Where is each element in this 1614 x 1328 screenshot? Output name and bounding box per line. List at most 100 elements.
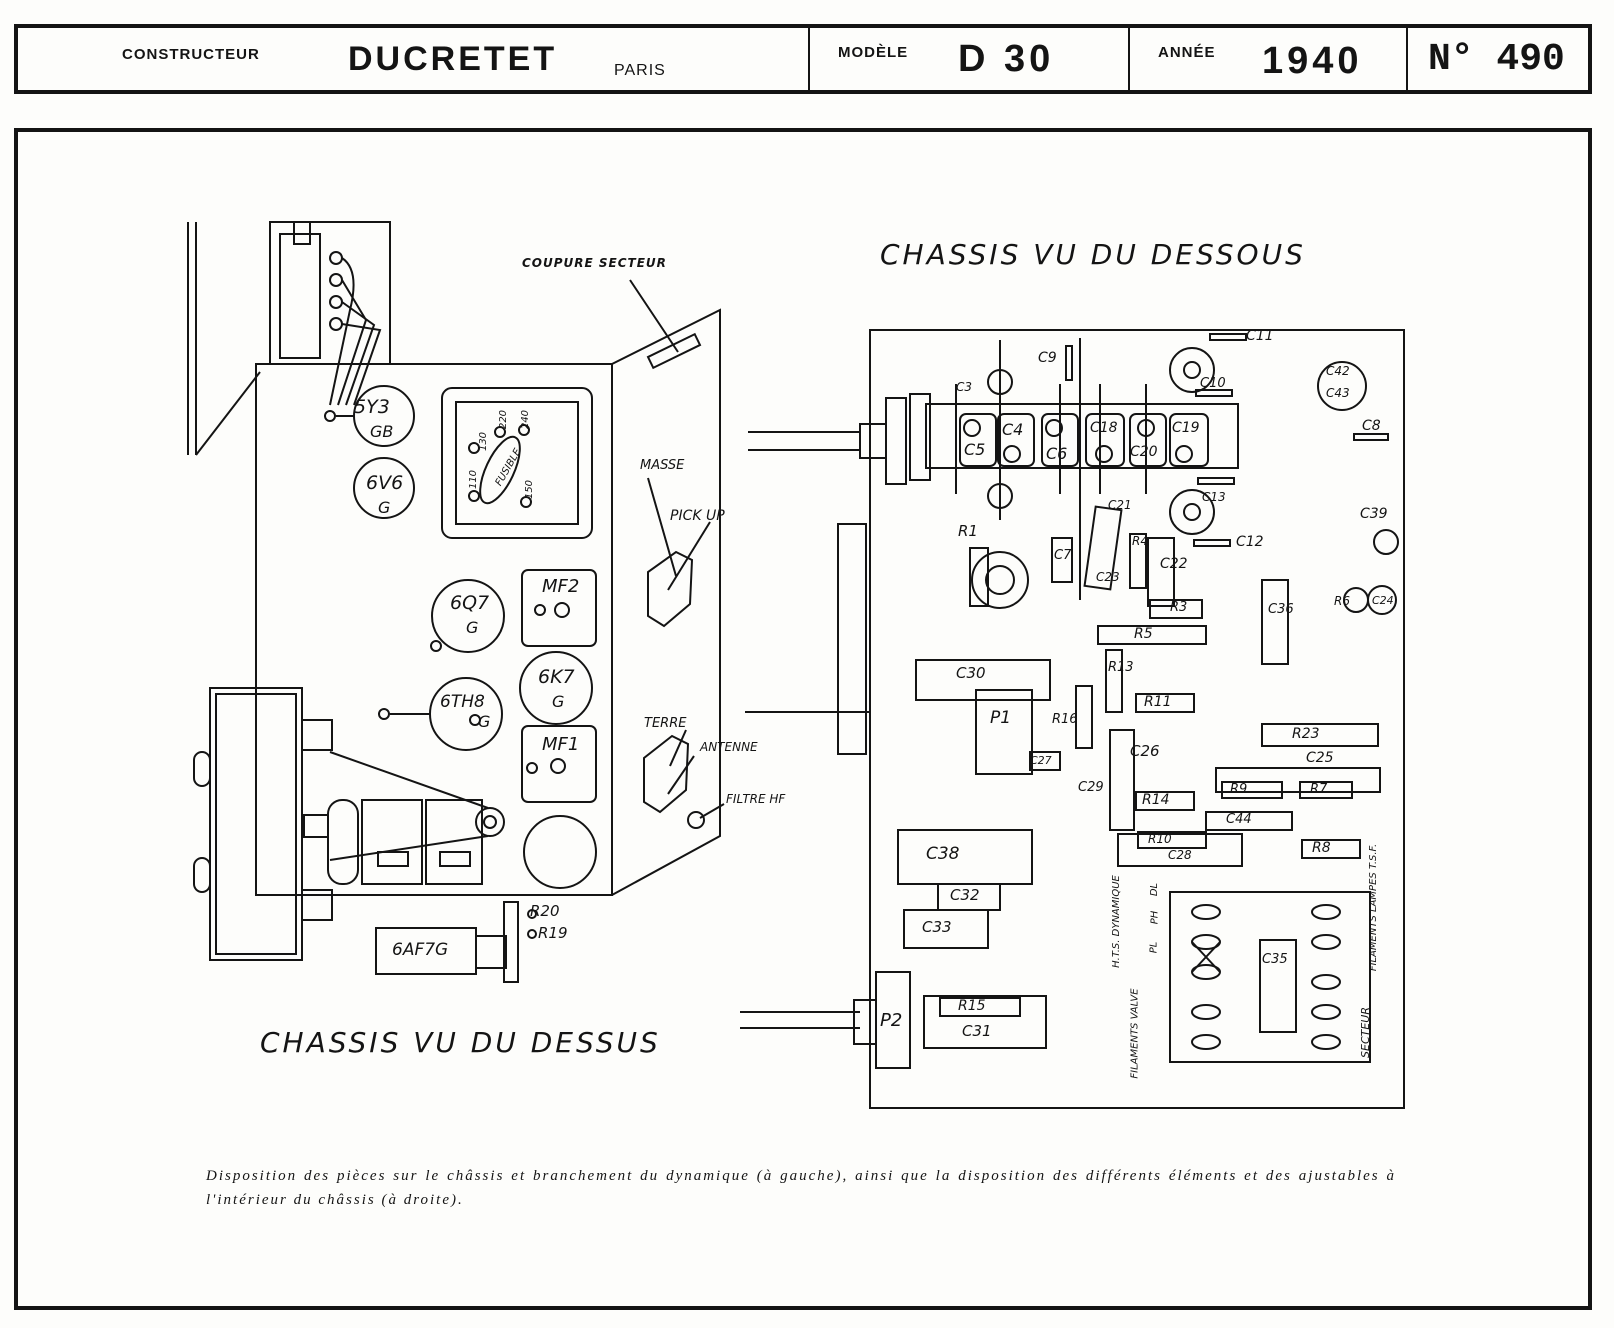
comp-c7: C7 — [1054, 548, 1072, 563]
comp-c27: C27 — [1030, 754, 1052, 767]
antenne-label: ANTENNE — [700, 740, 758, 754]
comp-c35: C35 — [1262, 952, 1288, 967]
tube-5y3-suffix: GB — [370, 422, 394, 441]
content-frame — [14, 128, 1592, 1310]
dial-label-240: 240 — [520, 409, 532, 430]
comp-r16: R16 — [1052, 712, 1078, 727]
fusible-label: FUSIBLE — [493, 446, 524, 489]
tube-6q7-suffix: G — [466, 618, 479, 637]
header-annee-cell: ANNÉE 1940 — [1128, 28, 1408, 90]
tube-5y3: 5Y3 — [354, 396, 390, 418]
trimmer-c5: C5 — [964, 440, 986, 459]
comp-c29: C29 — [1078, 780, 1104, 795]
constructeur-value: DUCRETET — [348, 40, 558, 78]
comp-c10: C10 — [1200, 376, 1226, 391]
pick-up-label: PICK UP — [670, 508, 725, 524]
terminal-ph-label: PH — [1149, 910, 1161, 925]
dial-label-150: 150 — [524, 479, 536, 500]
comp-c8: C8 — [1362, 418, 1381, 434]
comp-r6: R6 — [1334, 594, 1350, 608]
comp-c31: C31 — [962, 1022, 992, 1040]
comp-r23: R23 — [1292, 726, 1320, 742]
city-label: PARIS — [614, 62, 666, 79]
comp-r7: R7 — [1310, 782, 1328, 797]
terre-label: TERRE — [644, 716, 687, 731]
numero-value: N° 490 — [1428, 38, 1565, 81]
comp-c26: C26 — [1130, 742, 1160, 760]
left-diagram-title: CHASSIS VU DU DESSUS — [260, 1026, 661, 1059]
trimmer-c4: C4 — [1002, 420, 1024, 439]
terminal-dl-label: DL — [1149, 882, 1161, 897]
comp-c32: C32 — [950, 886, 980, 904]
comp-c25: C25 — [1306, 750, 1334, 766]
comp-c33: C33 — [922, 918, 952, 936]
comp-c13: C13 — [1202, 490, 1226, 504]
comp-c21: C21 — [1108, 498, 1132, 512]
comp-r15: R15 — [958, 998, 986, 1014]
terminal-hts-label: H.T.S. DYNAMIQUE — [1110, 875, 1122, 968]
comp-r13: R13 — [1108, 660, 1134, 675]
header-numero-cell: N° 490 — [1406, 28, 1588, 90]
comp-r4: R4 — [1132, 534, 1148, 548]
coupure-secteur-label: COUPURE SECTEUR — [522, 256, 667, 270]
bottom-view-chassis — [740, 329, 1405, 1109]
r19-label: R19 — [538, 924, 568, 942]
right-diagram-title: CHASSIS VU DU DESSOUS — [880, 238, 1306, 271]
dial-label-110: 110 — [468, 469, 480, 490]
terminal-filaments-lampes-label: FILAMENTS LAMPES T.S.F. — [1368, 843, 1380, 972]
comp-c9: C9 — [1038, 350, 1057, 366]
terminal-secteur-label: SECTEUR — [1358, 1007, 1372, 1058]
terminal-filaments-valve-label: FILAMENTS VALVE — [1129, 988, 1141, 1079]
modele-value: D 30 — [958, 38, 1055, 80]
tube-6th8: 6TH8 — [440, 692, 485, 712]
trimmer-c6: C6 — [1046, 444, 1068, 463]
tube-6k7: 6K7 — [538, 666, 575, 688]
dial-label-130: 130 — [478, 431, 490, 452]
annee-label: ANNÉE — [1158, 44, 1216, 61]
dial-label-220: 220 — [498, 409, 510, 430]
comp-c38: C38 — [926, 844, 960, 864]
header-bar: CONSTRUCTEUR DUCRETET PARIS MODÈLE D 30 … — [14, 24, 1592, 94]
comp-r3: R3 — [1170, 600, 1188, 615]
trimmer-c18: C18 — [1090, 420, 1118, 436]
header-constructeur-cell: CONSTRUCTEUR DUCRETET PARIS — [18, 28, 810, 90]
comp-c39: C39 — [1360, 506, 1388, 522]
comp-p2: P2 — [880, 1010, 903, 1031]
top-view-chassis — [187, 221, 725, 983]
mf1-label: MF1 — [542, 734, 580, 755]
masse-label: MASSE — [640, 458, 685, 473]
annee-value: 1940 — [1262, 40, 1363, 82]
comp-p1: P1 — [990, 708, 1012, 728]
header-modele-cell: MODÈLE D 30 — [808, 28, 1130, 90]
comp-c24: C24 — [1372, 594, 1394, 607]
comp-c42: C42 — [1326, 364, 1350, 378]
tube-6v6-suffix: G — [378, 498, 391, 517]
comp-c3: C3 — [956, 380, 973, 394]
trimmer-c19: C19 — [1172, 420, 1200, 436]
tube-6af7g: 6AF7G — [392, 940, 449, 960]
tube-6th8-suffix: G — [478, 712, 491, 731]
mf2-label: MF2 — [542, 576, 580, 597]
comp-c28: C28 — [1168, 848, 1192, 862]
trimmer-c20: C20 — [1130, 444, 1158, 460]
comp-c30: C30 — [956, 664, 986, 682]
comp-r8: R8 — [1312, 840, 1331, 856]
tube-6q7: 6Q7 — [450, 592, 490, 614]
terminal-pl-label: PL — [1148, 941, 1160, 954]
comp-r9: R9 — [1230, 782, 1248, 797]
comp-c36: C36 — [1268, 602, 1294, 617]
tube-6v6: 6V6 — [366, 472, 404, 494]
comp-r1: R1 — [958, 522, 978, 540]
r20-label: R20 — [530, 902, 560, 920]
comp-c12: C12 — [1236, 534, 1264, 550]
comp-r14: R14 — [1142, 792, 1170, 808]
figure-caption: Disposition des pièces sur le châssis et… — [206, 1168, 1396, 1208]
comp-r11: R11 — [1144, 694, 1172, 710]
modele-label: MODÈLE — [838, 44, 909, 61]
comp-c43: C43 — [1326, 386, 1350, 400]
comp-r5: R5 — [1134, 626, 1153, 642]
filtre-hf-label: FILTRE HF — [726, 792, 786, 806]
comp-c22: C22 — [1160, 556, 1188, 572]
